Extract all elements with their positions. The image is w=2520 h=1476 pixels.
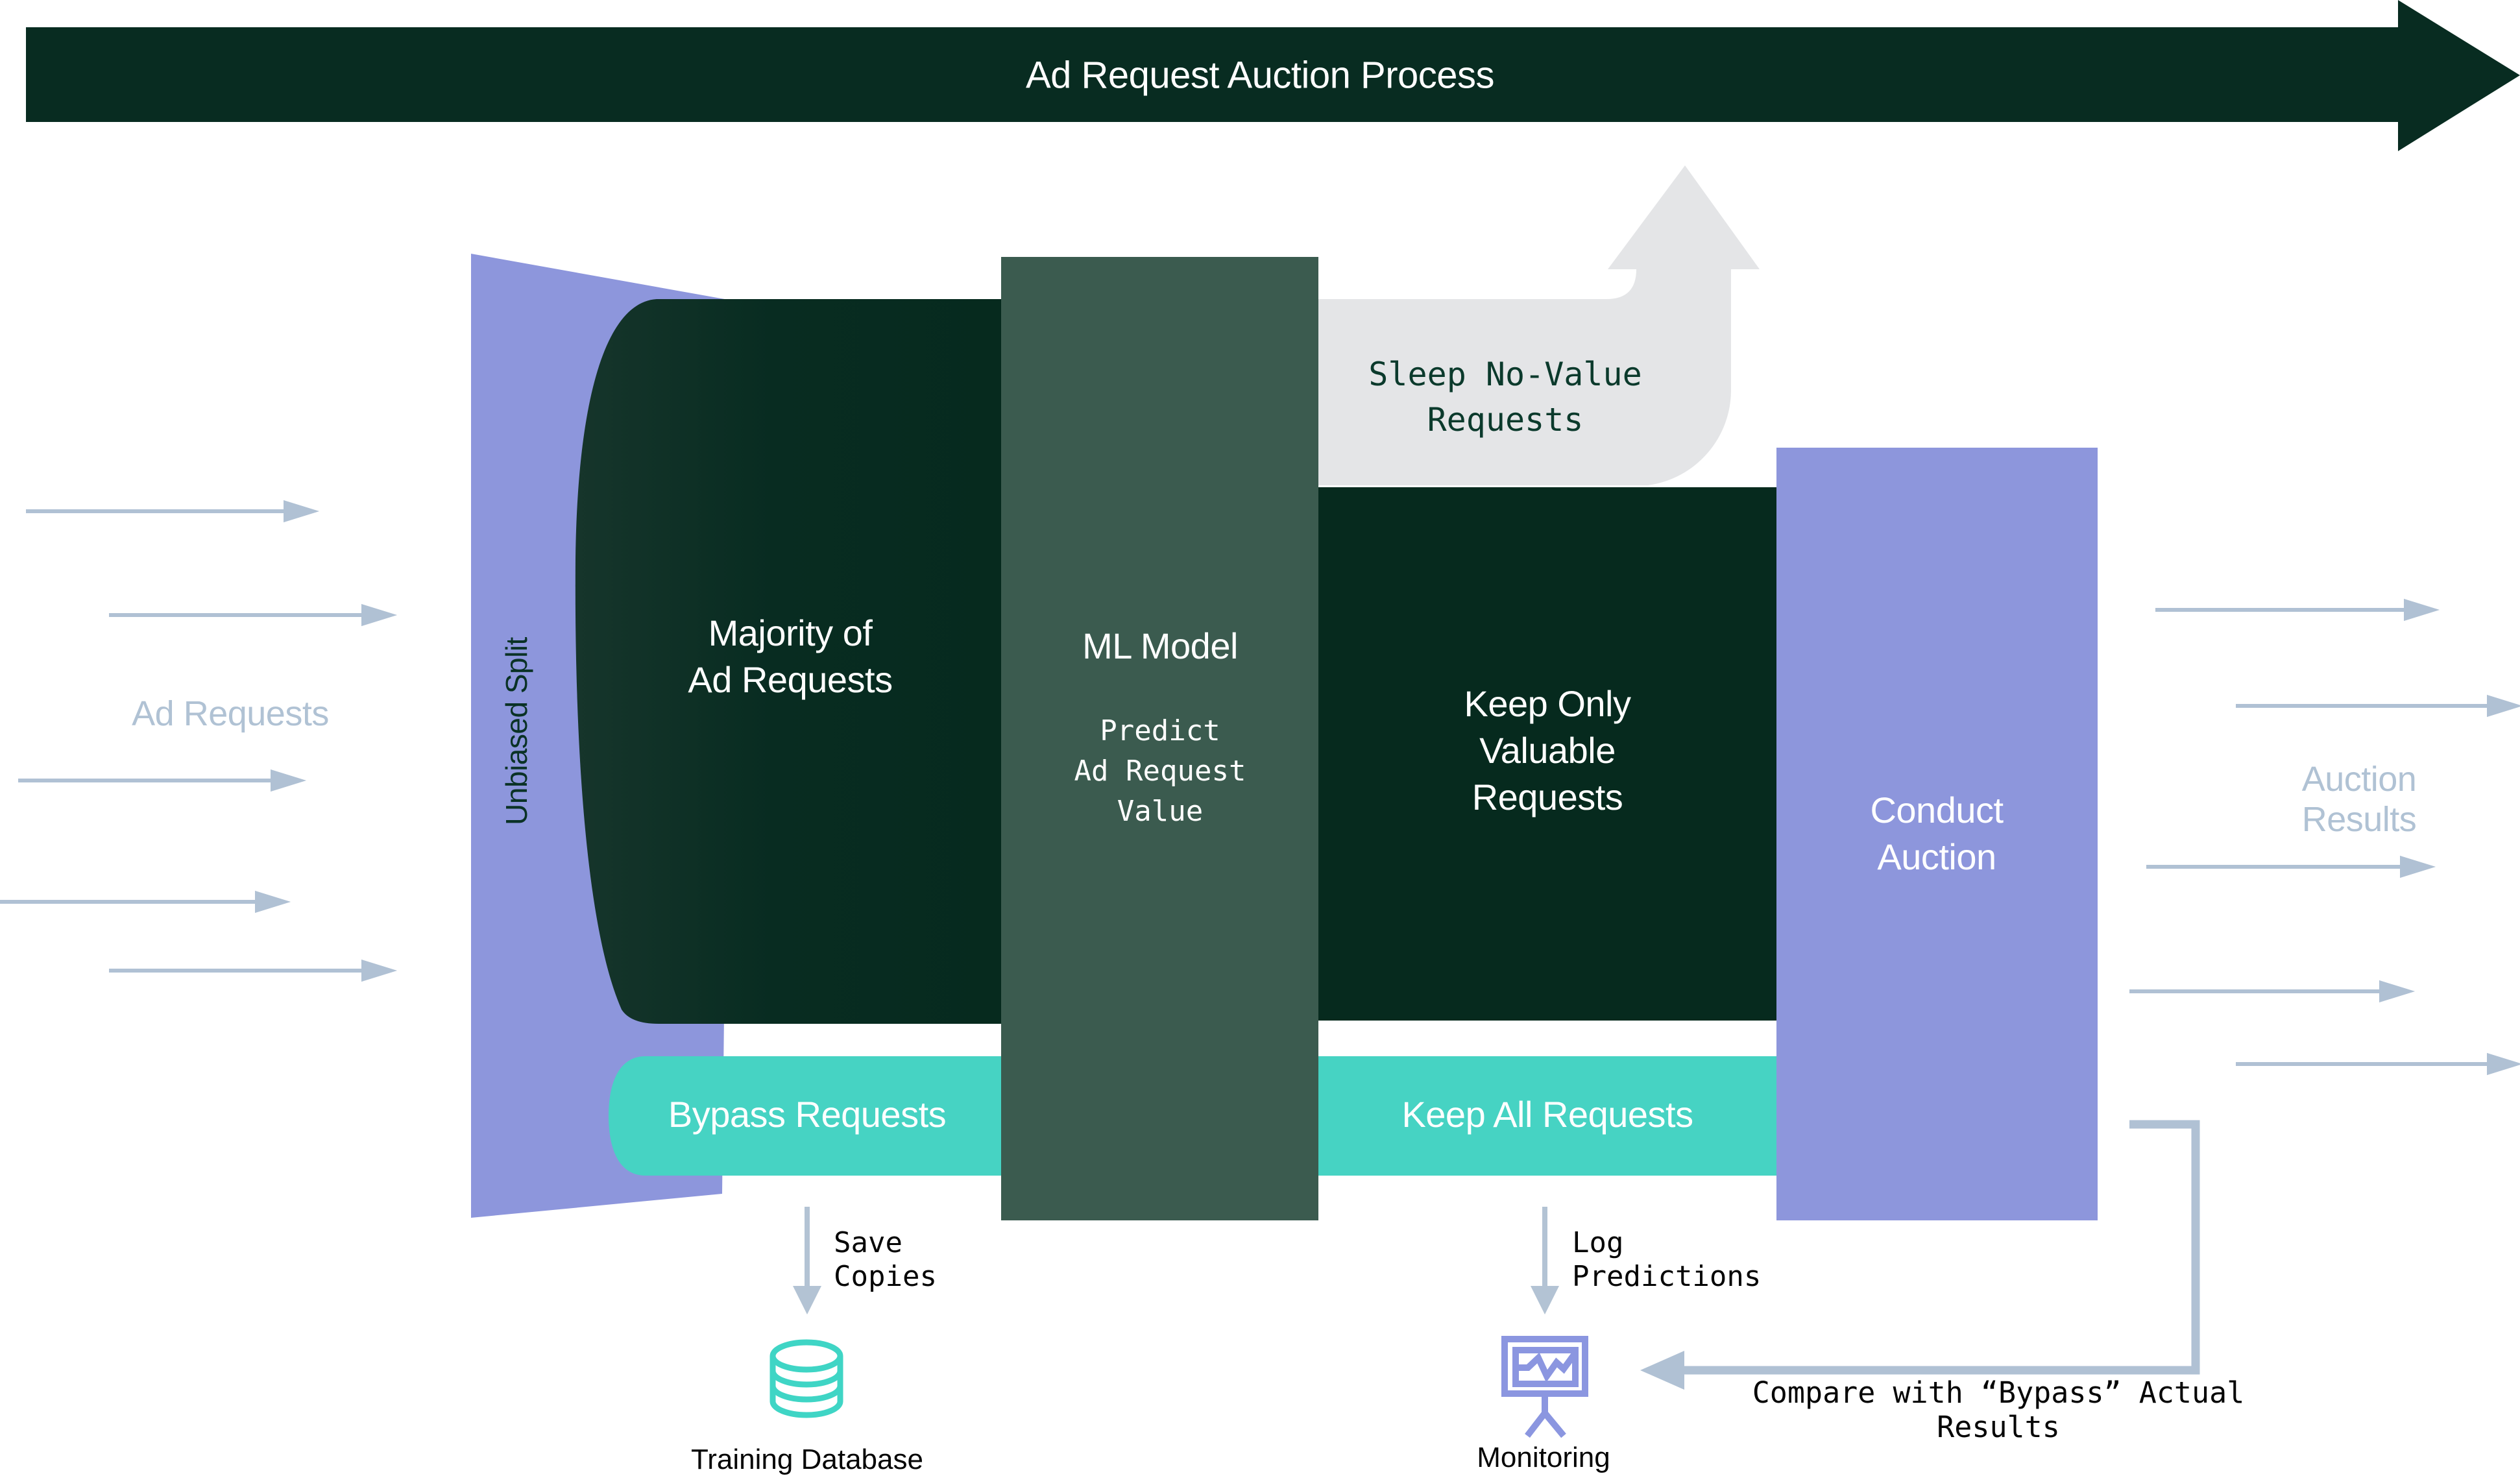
sleep-no-value-label: Sleep No-Value Requests	[1368, 356, 1642, 439]
monitoring-icon	[1501, 1336, 1588, 1438]
ml-model-title: ML Model	[1082, 625, 1238, 666]
training-database-label: Training Database	[691, 1444, 923, 1475]
monitoring-label: Monitoring	[1477, 1442, 1610, 1473]
banner-title: Ad Request Auction Process	[1025, 54, 1495, 97]
unbiased-split-label: Unbiased Split	[500, 637, 533, 825]
bypass-bar-shape	[609, 1056, 1001, 1176]
log-predictions-arrow	[1531, 1207, 1559, 1314]
save-copies-arrow	[793, 1207, 821, 1314]
database-icon	[769, 1339, 843, 1418]
majority-label: Majority of Ad Requests	[688, 612, 893, 700]
log-predictions-label: Log Predictions	[1572, 1226, 1762, 1293]
keep-only-label: Keep Only Valuable Requests	[1464, 683, 1632, 817]
ml-model-subtitle: Predict Ad Request Value	[1074, 714, 1246, 828]
save-copies-label: Save Copies	[834, 1226, 937, 1293]
compare-results-label: Compare with “Bypass” Actual Results	[1752, 1375, 2245, 1444]
ad-requests-arrows	[0, 500, 398, 982]
compare-feedback-arrow	[1640, 1120, 2200, 1390]
conduct-auction-label: Conduct Auction	[1870, 790, 2004, 877]
ml-model-block	[1001, 257, 1318, 1220]
majority-funnel-shape	[575, 299, 1013, 1024]
keep-all-bar-label: Keep All Requests	[1401, 1094, 1693, 1135]
keep-only-block	[1318, 487, 1776, 1021]
keep-all-bar-shape	[1318, 1056, 1776, 1176]
ad-requests-label: Ad Requests	[132, 694, 329, 733]
process-banner-arrow	[26, 0, 2520, 151]
conduct-auction-block	[1776, 448, 2098, 1220]
bypass-bar-label: Bypass Requests	[668, 1094, 947, 1135]
sleep-arrow-shape	[1318, 165, 1760, 485]
auction-results-arrows	[2129, 598, 2520, 1076]
auction-results-label: Auction Results	[2301, 760, 2417, 839]
